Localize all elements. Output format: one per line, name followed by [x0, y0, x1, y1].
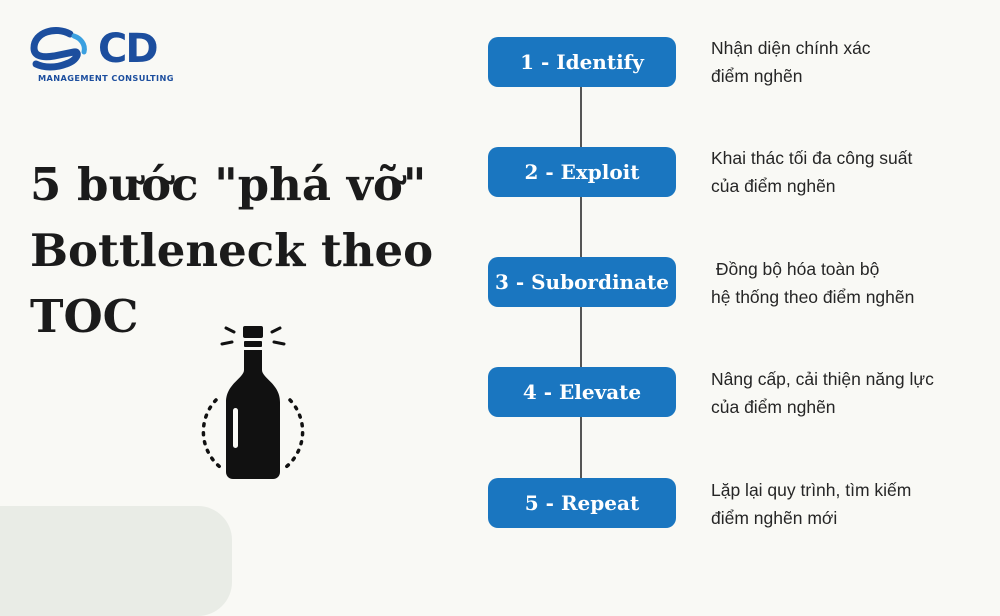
step-5-desc-line-2: điểm nghẽn mới: [711, 508, 838, 528]
broken-bottle-icon: [201, 326, 305, 479]
step-3-description: Đồng bộ hóa toàn bộ hệ thống theo điểm n…: [711, 255, 991, 311]
logo-subtitle: MANAGEMENT CONSULTING: [38, 73, 174, 83]
step-2-desc-line-1: Khai thác tối đa công suất: [711, 148, 913, 168]
step-2-desc-line-2: của điểm nghẽn: [711, 176, 836, 196]
title-line-2: Bottleneck theo: [30, 224, 434, 277]
logo-text: CD: [98, 26, 159, 72]
step-3-desc-line-1: Đồng bộ hóa toàn bộ: [711, 259, 880, 279]
step-4-description: Nâng cấp, cải thiện năng lực của điểm ng…: [711, 365, 991, 421]
step-4-desc-line-2: của điểm nghẽn: [711, 397, 836, 417]
step-1-desc-line-1: Nhận diện chính xác: [711, 38, 871, 58]
title-line-1: 5 bước "phá vỡ": [30, 158, 427, 211]
step-4-box: 4 - Elevate: [488, 367, 676, 417]
step-3-desc-line-2: hệ thống theo điểm nghẽn: [711, 287, 915, 307]
step-5-box: 5 - Repeat: [488, 478, 676, 528]
title-line-3: TOC: [30, 290, 139, 343]
step-2-description: Khai thác tối đa công suất của điểm nghẽ…: [711, 144, 991, 200]
step-1-desc-line-2: điểm nghẽn: [711, 66, 803, 86]
step-4-desc-line-1: Nâng cấp, cải thiện năng lực: [711, 369, 934, 389]
step-2-box: 2 - Exploit: [488, 147, 676, 197]
step-1-description: Nhận diện chính xác điểm nghẽn: [711, 34, 991, 90]
swoosh-s-icon: [30, 27, 87, 71]
step-1-box: 1 - Identify: [488, 37, 676, 87]
logo: CD MANAGEMENT CONSULTING: [26, 26, 173, 88]
step-5-desc-line-1: Lặp lại quy trình, tìm kiếm: [711, 480, 912, 500]
step-5-description: Lặp lại quy trình, tìm kiếm điểm nghẽn m…: [711, 476, 991, 532]
decorative-corner-shape: [0, 506, 232, 616]
page-title: 5 bước "phá vỡ" Bottleneck theo TOC: [30, 152, 470, 350]
step-3-box: 3 - Subordinate: [488, 257, 676, 307]
